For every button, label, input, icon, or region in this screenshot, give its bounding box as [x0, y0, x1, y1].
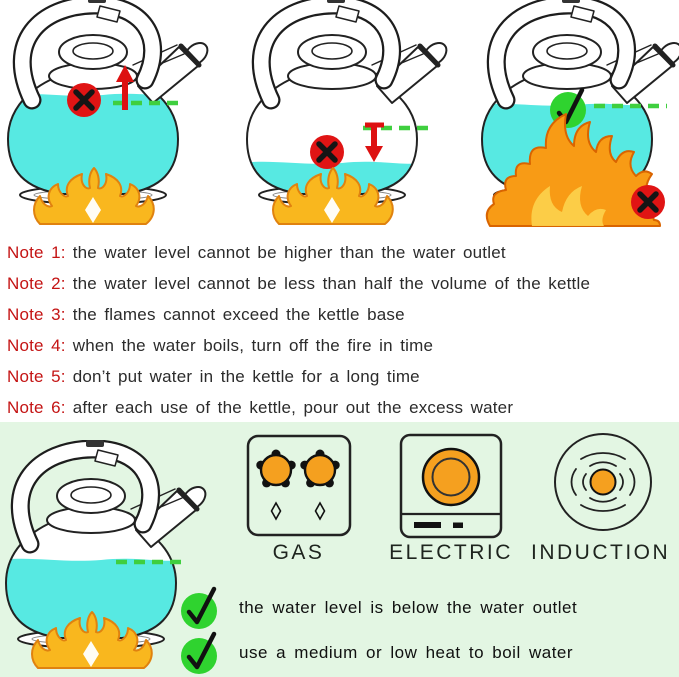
note-4-text: when the water boils, turn off the fire …: [72, 336, 434, 355]
down-arrow-icon: [365, 122, 384, 162]
note-4: Note 4: when the water boils, turn off th…: [7, 330, 677, 361]
water-fill-low: [247, 161, 417, 194]
electric-burner: [421, 447, 481, 507]
note-3-label: Note 3:: [7, 305, 66, 324]
note-5-label: Note 5:: [7, 367, 66, 386]
note-5-text: don’t put water in the kettle for a long…: [72, 367, 420, 386]
heat-label-electric: ELECTRIC: [389, 541, 513, 564]
electric-control-dash: [453, 522, 463, 528]
tip-text: use a medium or low heat to boil water: [239, 643, 574, 662]
kettle-underfilled-diagram: [227, 0, 457, 225]
note-5: Note 5: don’t put water in the kettle for…: [7, 361, 677, 392]
induction-stove-icon: [554, 433, 652, 531]
gas-knob-right: [314, 501, 326, 521]
gas-stove-icon: [246, 434, 352, 537]
tip-row-water-level: the water level is below the water outle…: [178, 584, 577, 632]
note-4-label: Note 4:: [7, 336, 66, 355]
note-3-text: the flames cannot exceed the kettle base: [72, 305, 405, 324]
gas-knob-left: [270, 501, 282, 521]
x-circle-icon: [67, 83, 101, 117]
up-arrow-icon: [116, 65, 134, 110]
induction-field-arcs: [570, 452, 636, 512]
heat-label-gas: GAS: [272, 541, 325, 564]
note-2: Note 2: the water level cannot be less th…: [7, 268, 677, 299]
note-6-label: Note 6:: [7, 398, 66, 417]
tip-text: the water level is below the water outle…: [239, 598, 578, 617]
gas-burner-left: [256, 449, 296, 488]
note-1-label: Note 1:: [7, 243, 66, 262]
note-6-text: after each use of the kettle, pour out t…: [72, 398, 514, 417]
heat-label-induction: INDUCTION: [531, 541, 671, 564]
note-1-text: the water level cannot be higher than th…: [72, 243, 506, 262]
induction-center: [589, 468, 617, 496]
check-circle-icon: [181, 631, 217, 674]
water-fill-high: [8, 93, 178, 194]
note-6: Note 6: after each use of the kettle, pou…: [7, 392, 677, 423]
gas-burner-right: [300, 449, 340, 488]
electric-control-bar: [414, 522, 441, 528]
note-1: Note 1: the water level cannot be higher …: [7, 237, 677, 268]
tip-row-heat-level: use a medium or low heat to boil water: [178, 629, 573, 677]
electric-stove-icon: [399, 433, 503, 539]
notes-list: Note 1: the water level cannot be higher …: [7, 237, 677, 423]
x-circle-icon: [631, 185, 665, 219]
kettle-overflame-diagram: [462, 0, 679, 227]
note-2-text: the water level cannot be less than half…: [72, 274, 591, 293]
kettle-correct-use-diagram: [0, 440, 216, 669]
x-circle-icon: [310, 135, 344, 169]
note-2-label: Note 2:: [7, 274, 66, 293]
check-circle-icon: [181, 586, 217, 629]
kettle-overfilled-diagram: [0, 0, 218, 225]
note-3: Note 3: the flames cannot exceed the kett…: [7, 299, 677, 330]
